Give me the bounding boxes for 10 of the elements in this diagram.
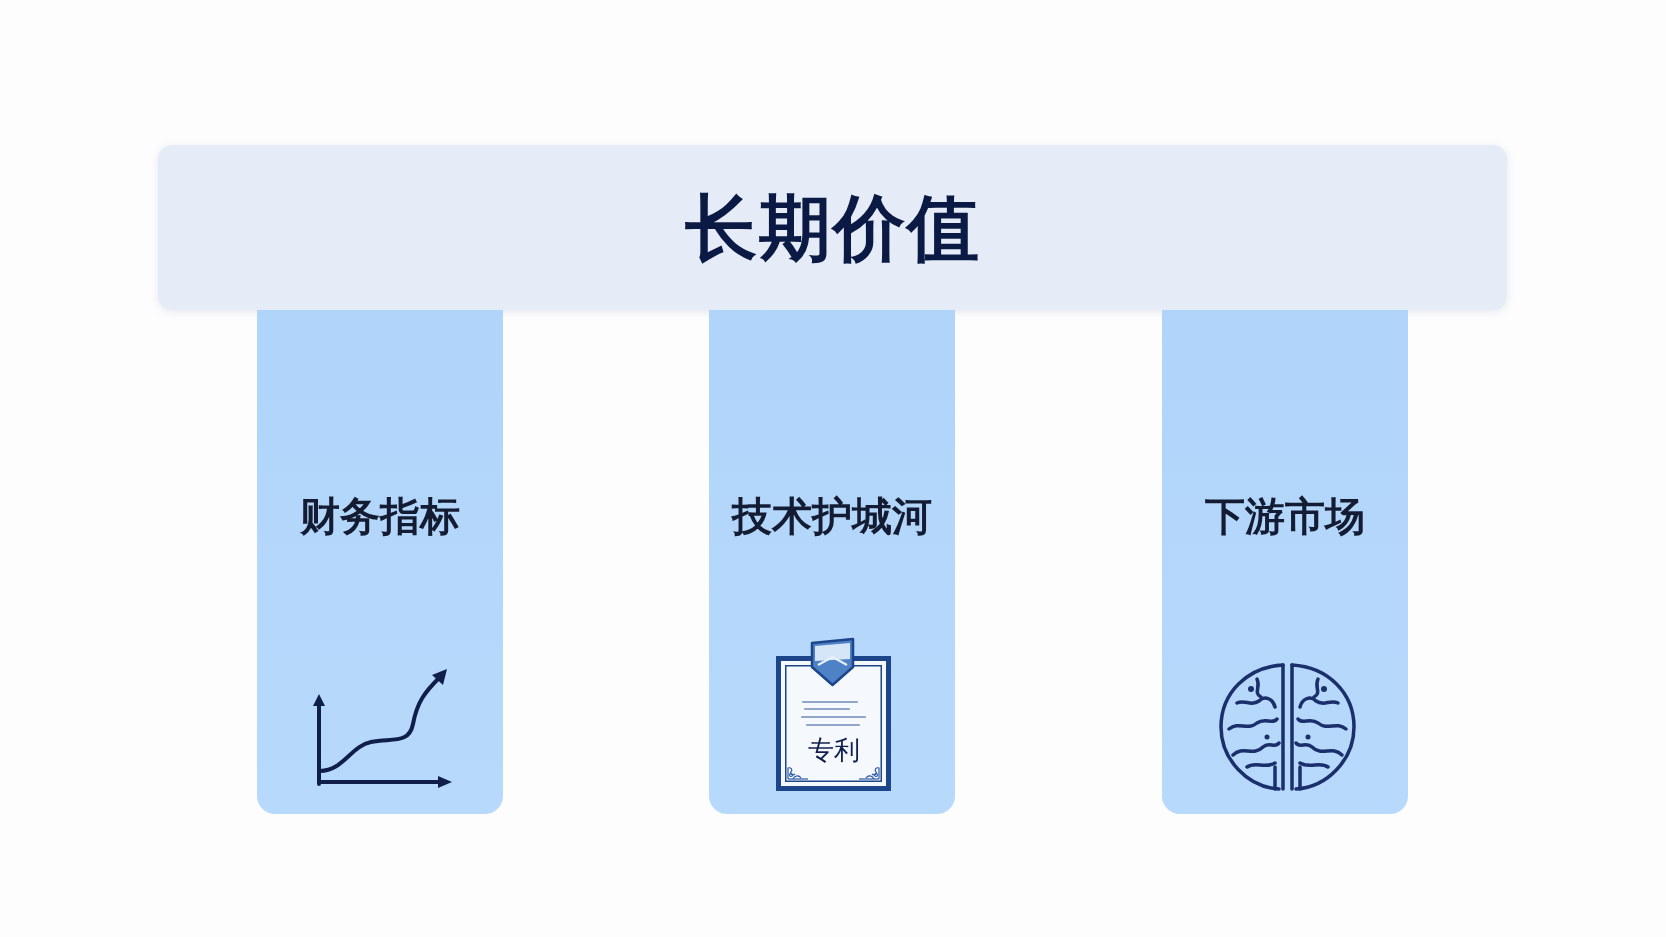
pillar-label: 财务指标 [299,494,461,538]
pillar [1162,310,1408,814]
pillar-label: 下游市场 [1204,494,1366,538]
patent-certificate [776,656,891,791]
pillar [709,310,955,814]
pillar-label: 技术护城河 [730,494,933,538]
pillar [257,310,503,814]
roof-banner [158,145,1507,310]
certificate-text: 专利 [806,735,861,765]
roof-title: 长期价值 [684,191,981,264]
